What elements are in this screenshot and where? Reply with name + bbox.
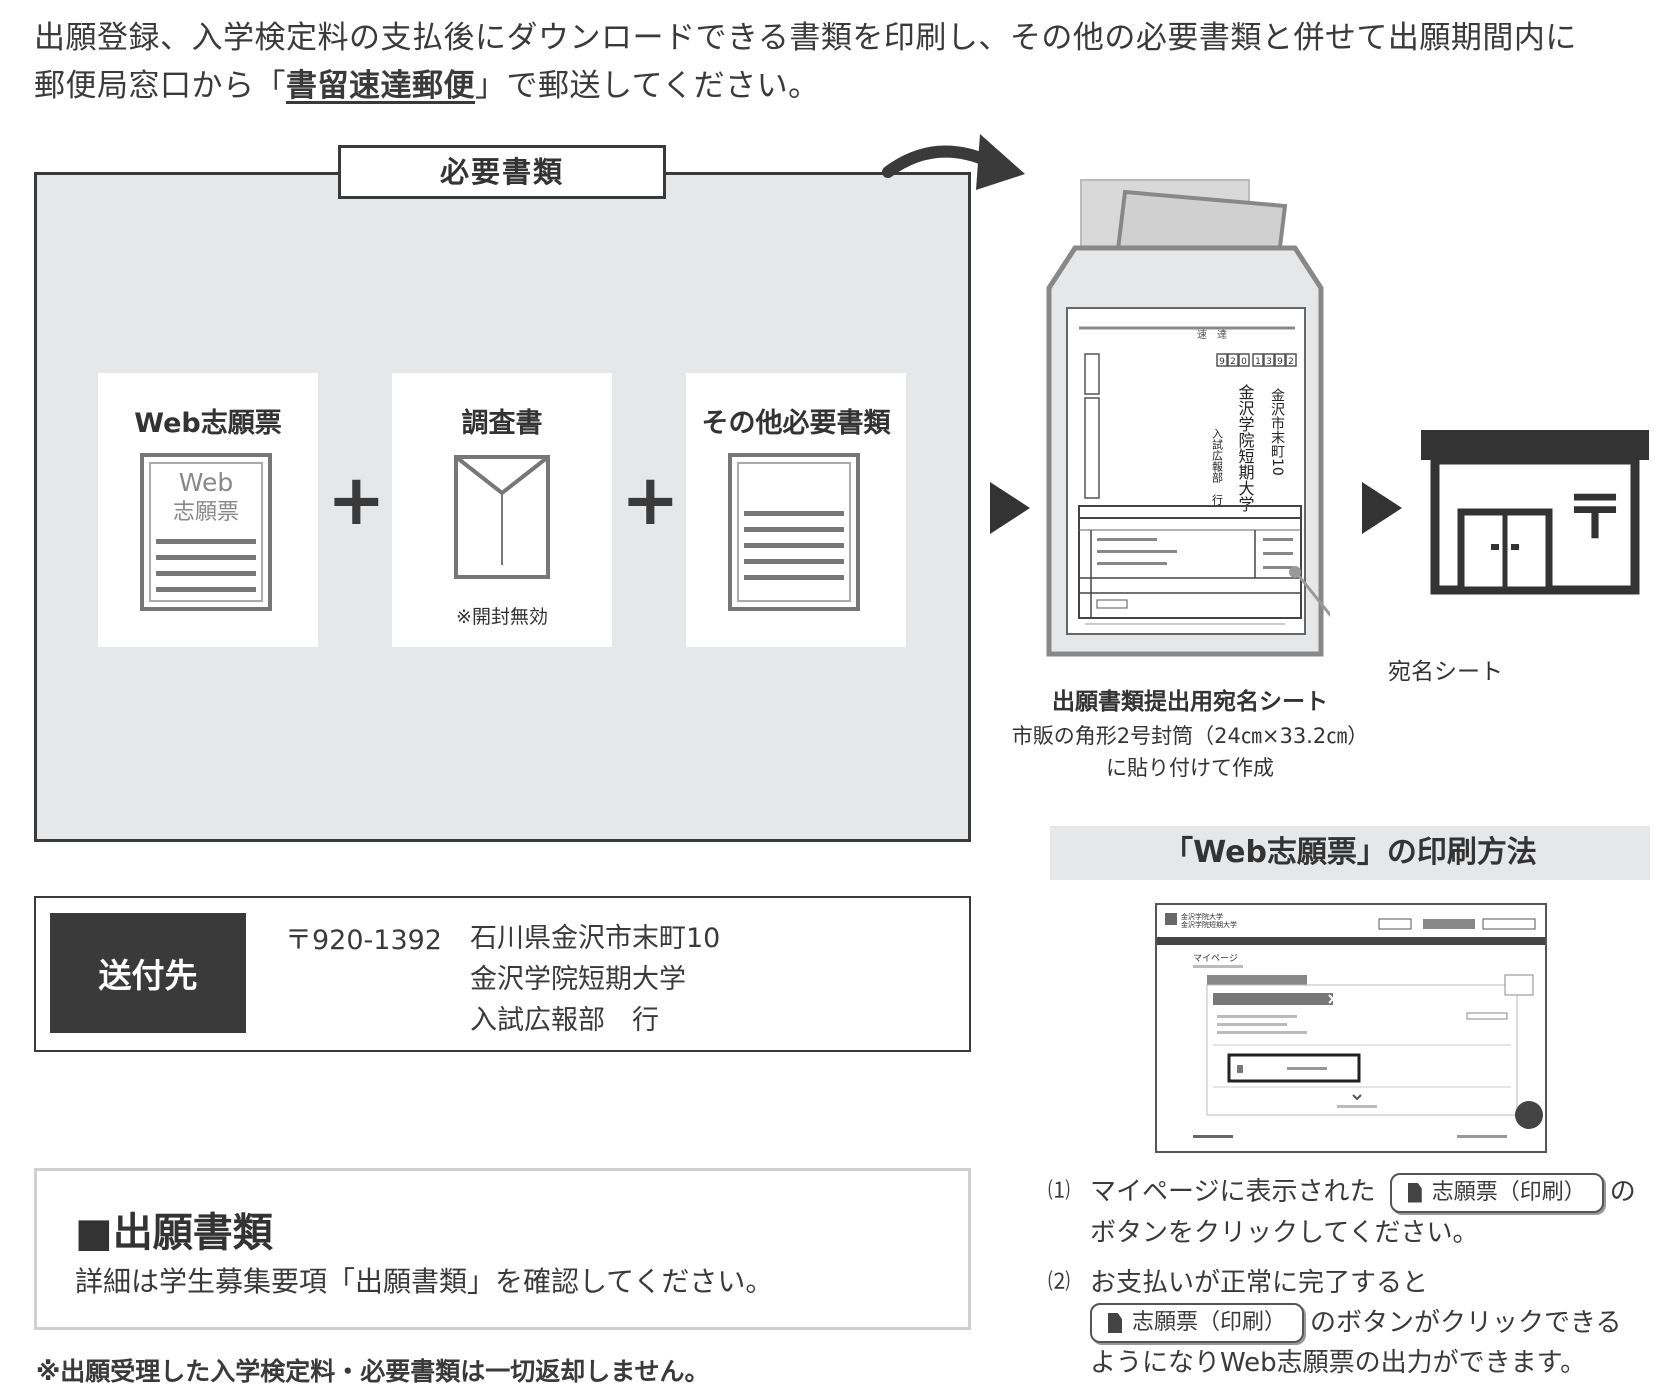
sheet-sub: 市販の角形2号封筒（24㎝×33.2㎝） に貼り付けて作成 [985,720,1395,784]
plus-sign-2: + [621,459,680,541]
sheet-postal-digit: 3 [1266,357,1272,367]
application-docs-box [34,1168,971,1330]
destination-line-3: 入試広報部 行 [470,1005,659,1036]
step-text: のボタンがクリックできる [1310,1307,1622,1338]
address-sheet-callout: 宛名シート [1388,659,1503,685]
card-note: ※開封無効 [456,606,548,628]
plus-sign-1: + [327,459,386,541]
intro-line-1: 出願登録、入学検定料の支払後にダウンロードできる書類を印刷し、その他の必要書類と… [34,20,1577,56]
card-web-application: Web志願票 Web 志願票 [98,373,318,647]
document-icon [1108,1313,1122,1333]
envelope-icon [454,455,550,579]
intro-text: 出願登録、入学検定料の支払後にダウンロードできる書類を印刷し、その他の必要書類と… [34,14,1634,110]
mypage-screenshot: 金沢学院大学 金沢学院短期大学 マイページ [1155,903,1547,1153]
document-icon [1407,1182,1422,1203]
document-icon [728,453,860,611]
sheet-sokutatsu: 速 達 [1197,329,1227,341]
destination-box [34,896,971,1052]
post-mark: 〒 [1565,483,1625,553]
step-text: ようになりWeb志願票の出力ができます。 [1090,1348,1587,1378]
sheet-postal-digit: 9 [1219,357,1225,367]
destination-postal: 〒920-1392 [285,925,442,956]
print-button-label: 志願票（印刷） [1132,1310,1287,1335]
sheet-postal-digit: 1 [1255,357,1261,367]
sheet-postal-digit: 0 [1241,357,1247,367]
step-number: ⑴ [1048,1179,1071,1204]
intro-line-2: 郵便局窓口から「書留速達郵便」で郵送してください。 [34,62,1634,110]
shot-brand-1: 金沢学院大学 [1181,912,1223,921]
destination-line-1: 石川県金沢市末町10 [470,923,721,954]
step-2: ⑵ お支払いが正常に完了すると 志願票（印刷） のボタンがクリックできる ようにな… [1048,1263,1648,1384]
card-survey: 調査書 ※開封無効 [392,373,612,647]
sheet-postal-digit: 2 [1230,357,1236,367]
sheet-postal-digit: 2 [1288,357,1294,367]
arrow-right-icon [990,482,1030,534]
step-2-line-2: 志願票（印刷） のボタンがクリックできる [1090,1303,1648,1343]
intro-line-2-pre: 郵便局窓口から「 [34,68,286,104]
step-number: ⑵ [1048,1269,1071,1295]
curved-arrow-icon [882,134,1025,190]
intro-emphasis: 書留速達郵便 [286,68,475,104]
card-title: 調査書 [461,408,543,439]
destination-line-2: 金沢学院短期大学 [470,964,686,995]
step-text: マイページに表示された [1090,1177,1376,1207]
application-docs-title: ■出願書類 [75,1210,273,1256]
bottom-note: ※出願受理した入学検定料・必要書類は一切返却しません。 [36,1357,710,1386]
shot-page-title: マイページ [1193,954,1238,964]
card-title: Web志願票 [134,408,282,439]
mypage-screenshot-drawing: 金沢学院大学 金沢学院短期大学 マイページ [1157,912,1545,1138]
print-application-button[interactable]: 志願票（印刷） [1090,1303,1305,1343]
intro-line-2-post: 」で郵送してください。 [475,68,820,104]
sheet-dept: 入試広報部 行 [1211,428,1224,506]
sheet-postal-digit: 9 [1277,357,1283,367]
post-office-icon: 〒 [1421,430,1649,595]
required-docs-title: 必要書類 [338,145,666,199]
sheet-school: 金沢学院短期大学 [1236,384,1255,512]
destination-label: 送付先 [50,913,246,1033]
application-docs-text: 詳細は学生募集要項「出願書類」を確認してください。 [75,1265,774,1298]
card-other-docs: その他必要書類 [686,373,906,647]
document-icon: Web 志願票 [140,453,272,611]
print-method-header: 「Web志願票」の印刷方法 [1050,826,1650,880]
sheet-address: 金沢市末町10 [1269,388,1285,476]
step-text: の [1609,1177,1636,1207]
card-title: その他必要書類 [701,408,891,439]
doc-icon-text-1: Web [179,468,234,497]
print-steps: ⑴ マイページに表示された 志願票（印刷） の ボタンをクリックしてください。 ⑵… [1048,1172,1648,1393]
step-text: お支払いが正常に完了すると [1090,1267,1429,1298]
destination-address: 石川県金沢市末町10 金沢学院短期大学 入試広報部 行 [470,918,720,1041]
sheet-sub-line-1: 市販の角形2号封筒（24㎝×33.2㎝） [1011,724,1369,748]
step-text: ボタンをクリックしてください。 [1090,1217,1479,1248]
shot-brand-2: 金沢学院短期大学 [1181,920,1237,929]
sheet-caption: 出願書類提出用宛名シート [1052,689,1328,715]
sheet-sub-line-2: に貼り付けて作成 [1106,756,1274,780]
step-1: ⑴ マイページに表示された 志願票（印刷） の ボタンをクリックしてください。 [1048,1172,1648,1253]
arrow-right-icon [1362,482,1402,534]
doc-icon-text-2: 志願票 [173,500,239,525]
print-button-label: 志願票（印刷） [1431,1179,1586,1205]
print-application-button[interactable]: 志願票（印刷） [1389,1172,1604,1213]
